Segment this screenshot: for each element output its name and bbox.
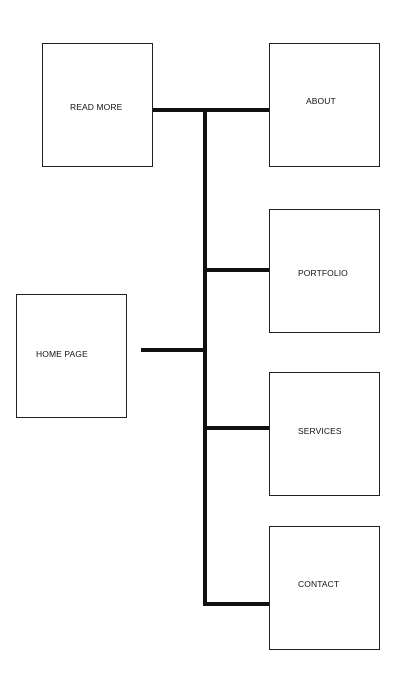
connector-homepage [141,348,207,352]
node-services: SERVICES [269,372,380,496]
node-read-more-label: READ MORE [70,102,123,112]
node-services-label: SERVICES [298,426,342,436]
node-about-label: ABOUT [306,96,336,106]
node-home-page: HOME PAGE [16,294,127,418]
node-portfolio: PORTFOLIO [269,209,380,333]
node-home-page-label: HOME PAGE [36,349,88,359]
connector-contact [203,602,269,606]
connector-vertical-trunk [203,108,207,606]
node-contact: CONTACT [269,526,380,650]
node-contact-label: CONTACT [298,579,340,589]
connector-portfolio [203,268,269,272]
node-portfolio-label: PORTFOLIO [298,268,348,278]
connector-readmore-about [152,108,269,112]
connector-services [203,426,269,430]
node-about: ABOUT [269,43,380,167]
node-read-more: READ MORE [42,43,153,167]
